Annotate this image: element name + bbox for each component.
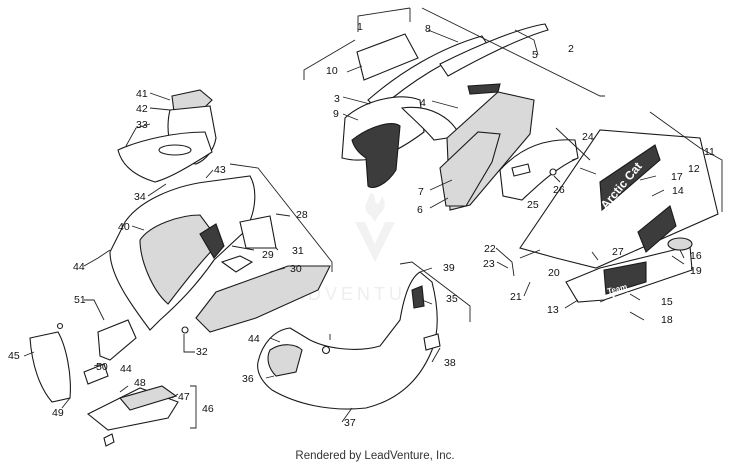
callout-10: 10 bbox=[326, 65, 338, 77]
callout-26: 26 bbox=[553, 184, 565, 196]
part-belly-pan bbox=[257, 271, 438, 410]
part-belly-vent bbox=[267, 344, 303, 377]
callout-42: 42 bbox=[136, 103, 148, 115]
part-pin bbox=[56, 322, 64, 330]
part-side-pad-lower bbox=[439, 131, 501, 207]
callout-13: 13 bbox=[547, 304, 559, 316]
callout-7: 7 bbox=[418, 186, 424, 198]
callout-22: 22 bbox=[484, 243, 496, 255]
callout-33: 33 bbox=[136, 119, 148, 131]
part-decal-logo-area bbox=[599, 144, 661, 212]
part-small-bracket bbox=[220, 255, 254, 273]
callout-labels: 1 2 3 4 5 6 7 8 9 10 11 12 13 14 15 16 1… bbox=[8, 21, 715, 429]
callout-34: 34 bbox=[134, 191, 146, 203]
callout-29: 29 bbox=[262, 249, 274, 261]
footer-credit: Rendered by LeadVenture, Inc. bbox=[295, 450, 455, 462]
callout-44-lower: 44 bbox=[120, 363, 132, 375]
callout-45: 45 bbox=[8, 350, 20, 362]
windshield-assembly bbox=[303, 7, 605, 211]
callout-9: 9 bbox=[333, 108, 339, 120]
callout-46: 46 bbox=[202, 403, 214, 415]
callout-27: 27 bbox=[612, 246, 624, 258]
callout-47: 47 bbox=[178, 391, 190, 403]
callout-30: 30 bbox=[290, 263, 302, 275]
part-screw bbox=[181, 326, 189, 334]
callout-12: 12 bbox=[688, 163, 700, 175]
part-access-latch bbox=[511, 163, 531, 177]
callout-6: 6 bbox=[417, 204, 423, 216]
nose-assembly bbox=[83, 89, 333, 353]
callout-32: 32 bbox=[196, 346, 208, 358]
callout-36: 36 bbox=[242, 373, 254, 385]
part-emblem bbox=[667, 237, 693, 251]
part-bracket bbox=[199, 223, 225, 259]
callout-8: 8 bbox=[425, 23, 431, 35]
callout-17: 17 bbox=[671, 171, 683, 183]
callout-43: 43 bbox=[214, 164, 226, 176]
part-nose-inner bbox=[139, 214, 221, 305]
part-team-decal bbox=[603, 261, 647, 295]
part-pad-right bbox=[239, 215, 277, 249]
callout-51: 51 bbox=[74, 294, 86, 306]
callout-15: 15 bbox=[661, 296, 673, 308]
part-belly-slot bbox=[411, 285, 425, 309]
part-side-vent bbox=[351, 123, 401, 188]
callout-28: 28 bbox=[296, 209, 308, 221]
part-intake-plate bbox=[117, 131, 213, 183]
lower-bracket-assembly bbox=[23, 299, 197, 447]
callout-4: 4 bbox=[420, 97, 426, 109]
part-skid-bolt bbox=[103, 433, 115, 447]
callout-2: 2 bbox=[568, 43, 574, 55]
callout-20: 20 bbox=[548, 267, 560, 279]
callout-5: 5 bbox=[532, 49, 538, 61]
callout-11: 11 bbox=[704, 146, 715, 158]
callout-31: 31 bbox=[292, 245, 304, 257]
part-clip bbox=[467, 83, 501, 95]
part-belly-clip bbox=[423, 333, 441, 351]
callout-24: 24 bbox=[582, 131, 594, 143]
part-grommet bbox=[321, 345, 331, 355]
watermark-logo bbox=[355, 193, 395, 262]
part-skid-insert bbox=[119, 385, 178, 411]
callout-18: 18 bbox=[661, 314, 673, 326]
callout-35: 35 bbox=[446, 293, 458, 305]
part-fastener bbox=[549, 168, 557, 176]
callout-48: 48 bbox=[134, 377, 146, 389]
callout-16: 16 bbox=[690, 250, 702, 262]
part-mount bbox=[97, 319, 137, 361]
part-side-strip bbox=[439, 23, 549, 77]
part-side-decal bbox=[519, 129, 719, 269]
callout-40-nose: 40 bbox=[118, 221, 130, 233]
hood-panel-assembly: Arctic Cat Team Arctic bbox=[495, 111, 723, 321]
callout-41: 41 bbox=[136, 88, 148, 100]
belly-pan-assembly bbox=[257, 261, 471, 423]
callout-25: 25 bbox=[527, 199, 539, 211]
callout-44-belly: 44 bbox=[248, 333, 260, 345]
callout-23: 23 bbox=[483, 258, 495, 270]
callout-14: 14 bbox=[672, 185, 684, 197]
callout-19: 19 bbox=[690, 265, 702, 277]
part-strap bbox=[83, 363, 109, 385]
part-belly-pad bbox=[195, 265, 331, 333]
callout-50: 50 bbox=[96, 361, 108, 373]
callout-21: 21 bbox=[510, 291, 522, 303]
callout-1: 1 bbox=[357, 21, 363, 33]
part-decal-stripe bbox=[637, 205, 677, 253]
part-side-shield bbox=[29, 331, 71, 403]
callout-37: 37 bbox=[344, 417, 356, 429]
callout-38: 38 bbox=[444, 357, 456, 369]
callout-44-nose: 44 bbox=[73, 261, 85, 273]
callout-3: 3 bbox=[334, 93, 340, 105]
part-intake-hole bbox=[158, 144, 192, 156]
callout-49: 49 bbox=[52, 407, 64, 419]
part-windshield-pad bbox=[356, 33, 419, 81]
callout-39: 39 bbox=[443, 262, 455, 274]
